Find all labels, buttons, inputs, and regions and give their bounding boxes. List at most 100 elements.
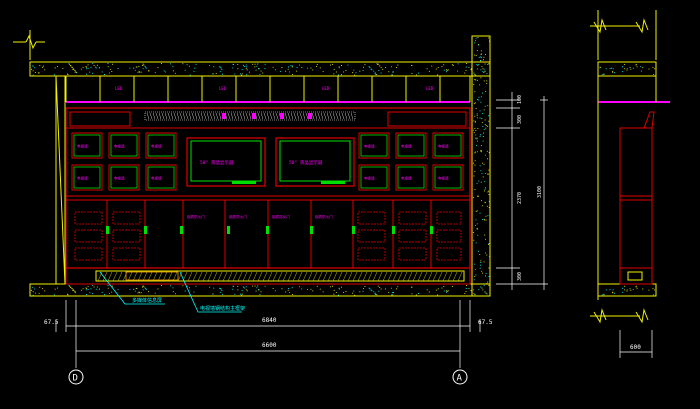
hatch-dot <box>370 68 372 70</box>
plinth-hatch-line <box>287 271 293 282</box>
upper-label: LED <box>219 86 227 91</box>
hatch-dot <box>485 215 487 217</box>
hatch-dot <box>95 67 97 69</box>
hatch-dot <box>443 290 445 292</box>
hatch-dot <box>476 182 478 184</box>
led-hatch <box>305 112 309 120</box>
led-hatch <box>347 112 351 120</box>
hatch-dot <box>600 66 602 68</box>
hatch-dot <box>333 73 335 75</box>
upper-label: LED <box>322 86 330 91</box>
hatch-dot <box>292 294 293 295</box>
hatch-dot <box>133 67 135 69</box>
led-strip <box>144 111 356 121</box>
hatch-dot <box>476 68 478 70</box>
hatch-dot <box>473 239 475 241</box>
hatch-dot <box>142 289 144 291</box>
hatch-dot <box>241 293 243 295</box>
plinth-hatch-line <box>317 271 323 282</box>
dim-h-300a: 300 <box>517 115 523 124</box>
hatch-dot <box>484 291 486 293</box>
hatch-dot <box>378 70 380 71</box>
hatch-dot <box>274 290 276 292</box>
led-hatch <box>191 112 195 120</box>
hatch-dot <box>237 64 239 65</box>
hatch-dot <box>603 294 605 296</box>
hatch-dot <box>636 287 638 289</box>
led-hatch <box>284 112 288 120</box>
hatch-dot <box>392 71 394 73</box>
hatch-dot <box>142 285 144 287</box>
led-hatch <box>194 112 198 120</box>
hatch-dot <box>480 134 481 136</box>
hatch-dot <box>654 68 656 70</box>
hatch-dot <box>484 181 486 183</box>
hatch-dot <box>87 64 89 66</box>
hatch-dot <box>486 83 488 84</box>
hatch-dot <box>80 289 82 291</box>
hatch-dot <box>612 291 614 293</box>
led-hatch <box>329 112 333 120</box>
hatch-dot <box>488 37 490 39</box>
hatch-dot <box>464 293 466 294</box>
hatch-dot <box>355 72 357 74</box>
hatch-dot <box>260 70 262 72</box>
hatch-dot <box>195 63 197 65</box>
hatch-dot <box>252 63 254 65</box>
plinth-hatch-line <box>312 271 318 282</box>
hatch-dot <box>73 68 75 70</box>
led-hatch <box>269 112 273 120</box>
plinth-hatch-line <box>212 271 218 282</box>
hatch-dot <box>220 67 222 69</box>
hatch-dot <box>624 285 626 287</box>
drawer-outline <box>398 211 427 225</box>
hatch-dot <box>642 67 644 69</box>
hatch-dot <box>380 288 382 290</box>
hatch-dot <box>256 287 258 289</box>
led-hatch <box>335 112 339 120</box>
hatch-dot <box>464 72 466 74</box>
hatch-dot <box>488 194 490 196</box>
hatch-dot <box>74 70 76 72</box>
hatch-dot <box>291 287 293 289</box>
hatch-dot <box>221 69 223 70</box>
drawer-outline <box>112 211 141 225</box>
hatch-dot <box>219 71 221 73</box>
hatch-dot <box>635 63 637 65</box>
hatch-dot <box>392 292 394 293</box>
hatch-dot <box>274 69 276 71</box>
hatch-dot <box>480 262 482 263</box>
dim-left-offset: 67.5 <box>44 319 59 326</box>
led-hatch <box>338 112 342 120</box>
hatch-dot <box>605 289 607 291</box>
door-handle <box>352 226 355 234</box>
hatch-dot <box>322 70 324 72</box>
hatch-dot <box>480 145 482 147</box>
led-hatch <box>218 112 222 120</box>
hatch-dot <box>359 291 361 293</box>
hatch-dot <box>392 292 394 293</box>
plinth-inner <box>95 270 465 282</box>
hatch-dot <box>391 294 393 295</box>
led-hatch <box>161 112 165 120</box>
hatch-dot <box>396 67 397 68</box>
hatch-dot <box>482 176 484 178</box>
hatch-dot <box>67 73 68 75</box>
hatch-dot <box>310 67 312 69</box>
hatch-dot <box>240 293 241 295</box>
door-label: 钢质防火门 <box>272 214 290 219</box>
led-hatch <box>317 112 321 120</box>
hatch-dot <box>93 65 95 66</box>
door-handle <box>430 226 433 234</box>
hatch-dot <box>415 74 417 76</box>
hatch-dot <box>32 74 34 76</box>
hatch-dot <box>241 290 243 292</box>
hatch-dot <box>612 292 614 294</box>
hatch-dot <box>32 65 34 67</box>
side-slab-hatch <box>599 63 656 76</box>
monitor-frame <box>71 164 103 191</box>
plinth-hatch-line <box>452 271 458 282</box>
hatch-dot <box>630 68 632 70</box>
hatch-dot <box>137 292 139 294</box>
svg-text:多媒体信息屏: 多媒体信息屏 <box>132 297 162 304</box>
